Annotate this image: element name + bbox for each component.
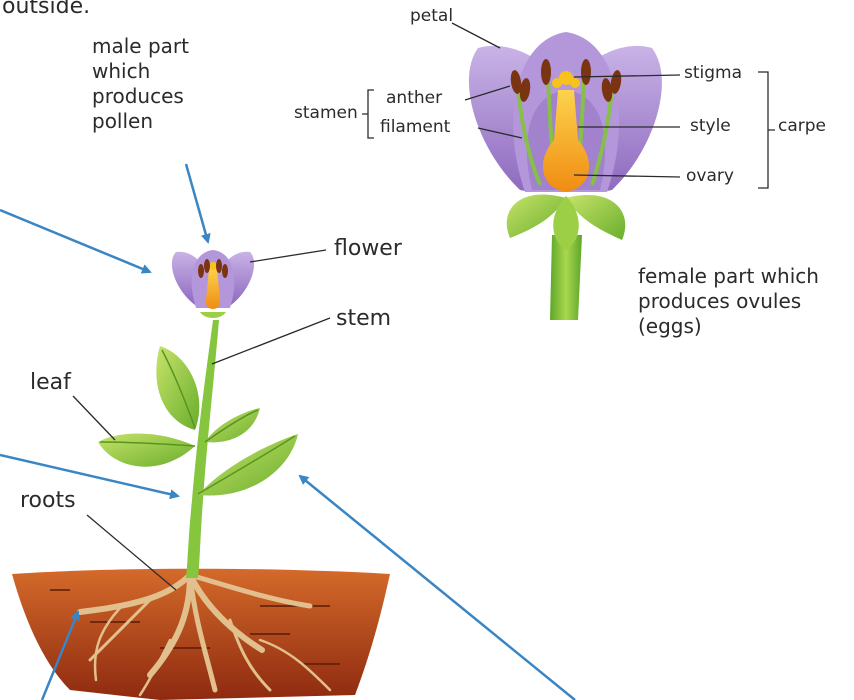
leader-stem (212, 318, 330, 364)
leader-leaf (73, 396, 115, 440)
label-style: style (690, 116, 731, 136)
label-flower: flower (334, 236, 402, 262)
carpel-bracket (758, 72, 775, 188)
arrow-male-part (186, 164, 208, 242)
label-outside: outside. (2, 0, 90, 20)
label-anther: anther (386, 88, 442, 108)
arrow-to-flower (0, 210, 150, 272)
leader-petal (452, 23, 500, 48)
label-female-part: female part which produces ovules (eggs) (638, 264, 838, 339)
stamen-bracket (362, 90, 374, 138)
label-filament: filament (380, 117, 450, 137)
label-carpel: carpe (778, 116, 826, 136)
label-leaf: leaf (30, 370, 71, 396)
leaf-left (98, 433, 195, 466)
label-roots: roots (20, 488, 76, 514)
label-stem: stem (336, 306, 391, 332)
label-ovary: ovary (686, 166, 734, 186)
plant-flower (172, 250, 254, 318)
label-petal: petal (410, 6, 453, 26)
label-stamen: stamen (294, 103, 358, 123)
leaf-top-left (156, 346, 199, 430)
label-male-part: male part which produces pollen (92, 34, 222, 134)
leader-flower (250, 250, 326, 262)
label-stigma: stigma (684, 63, 742, 83)
